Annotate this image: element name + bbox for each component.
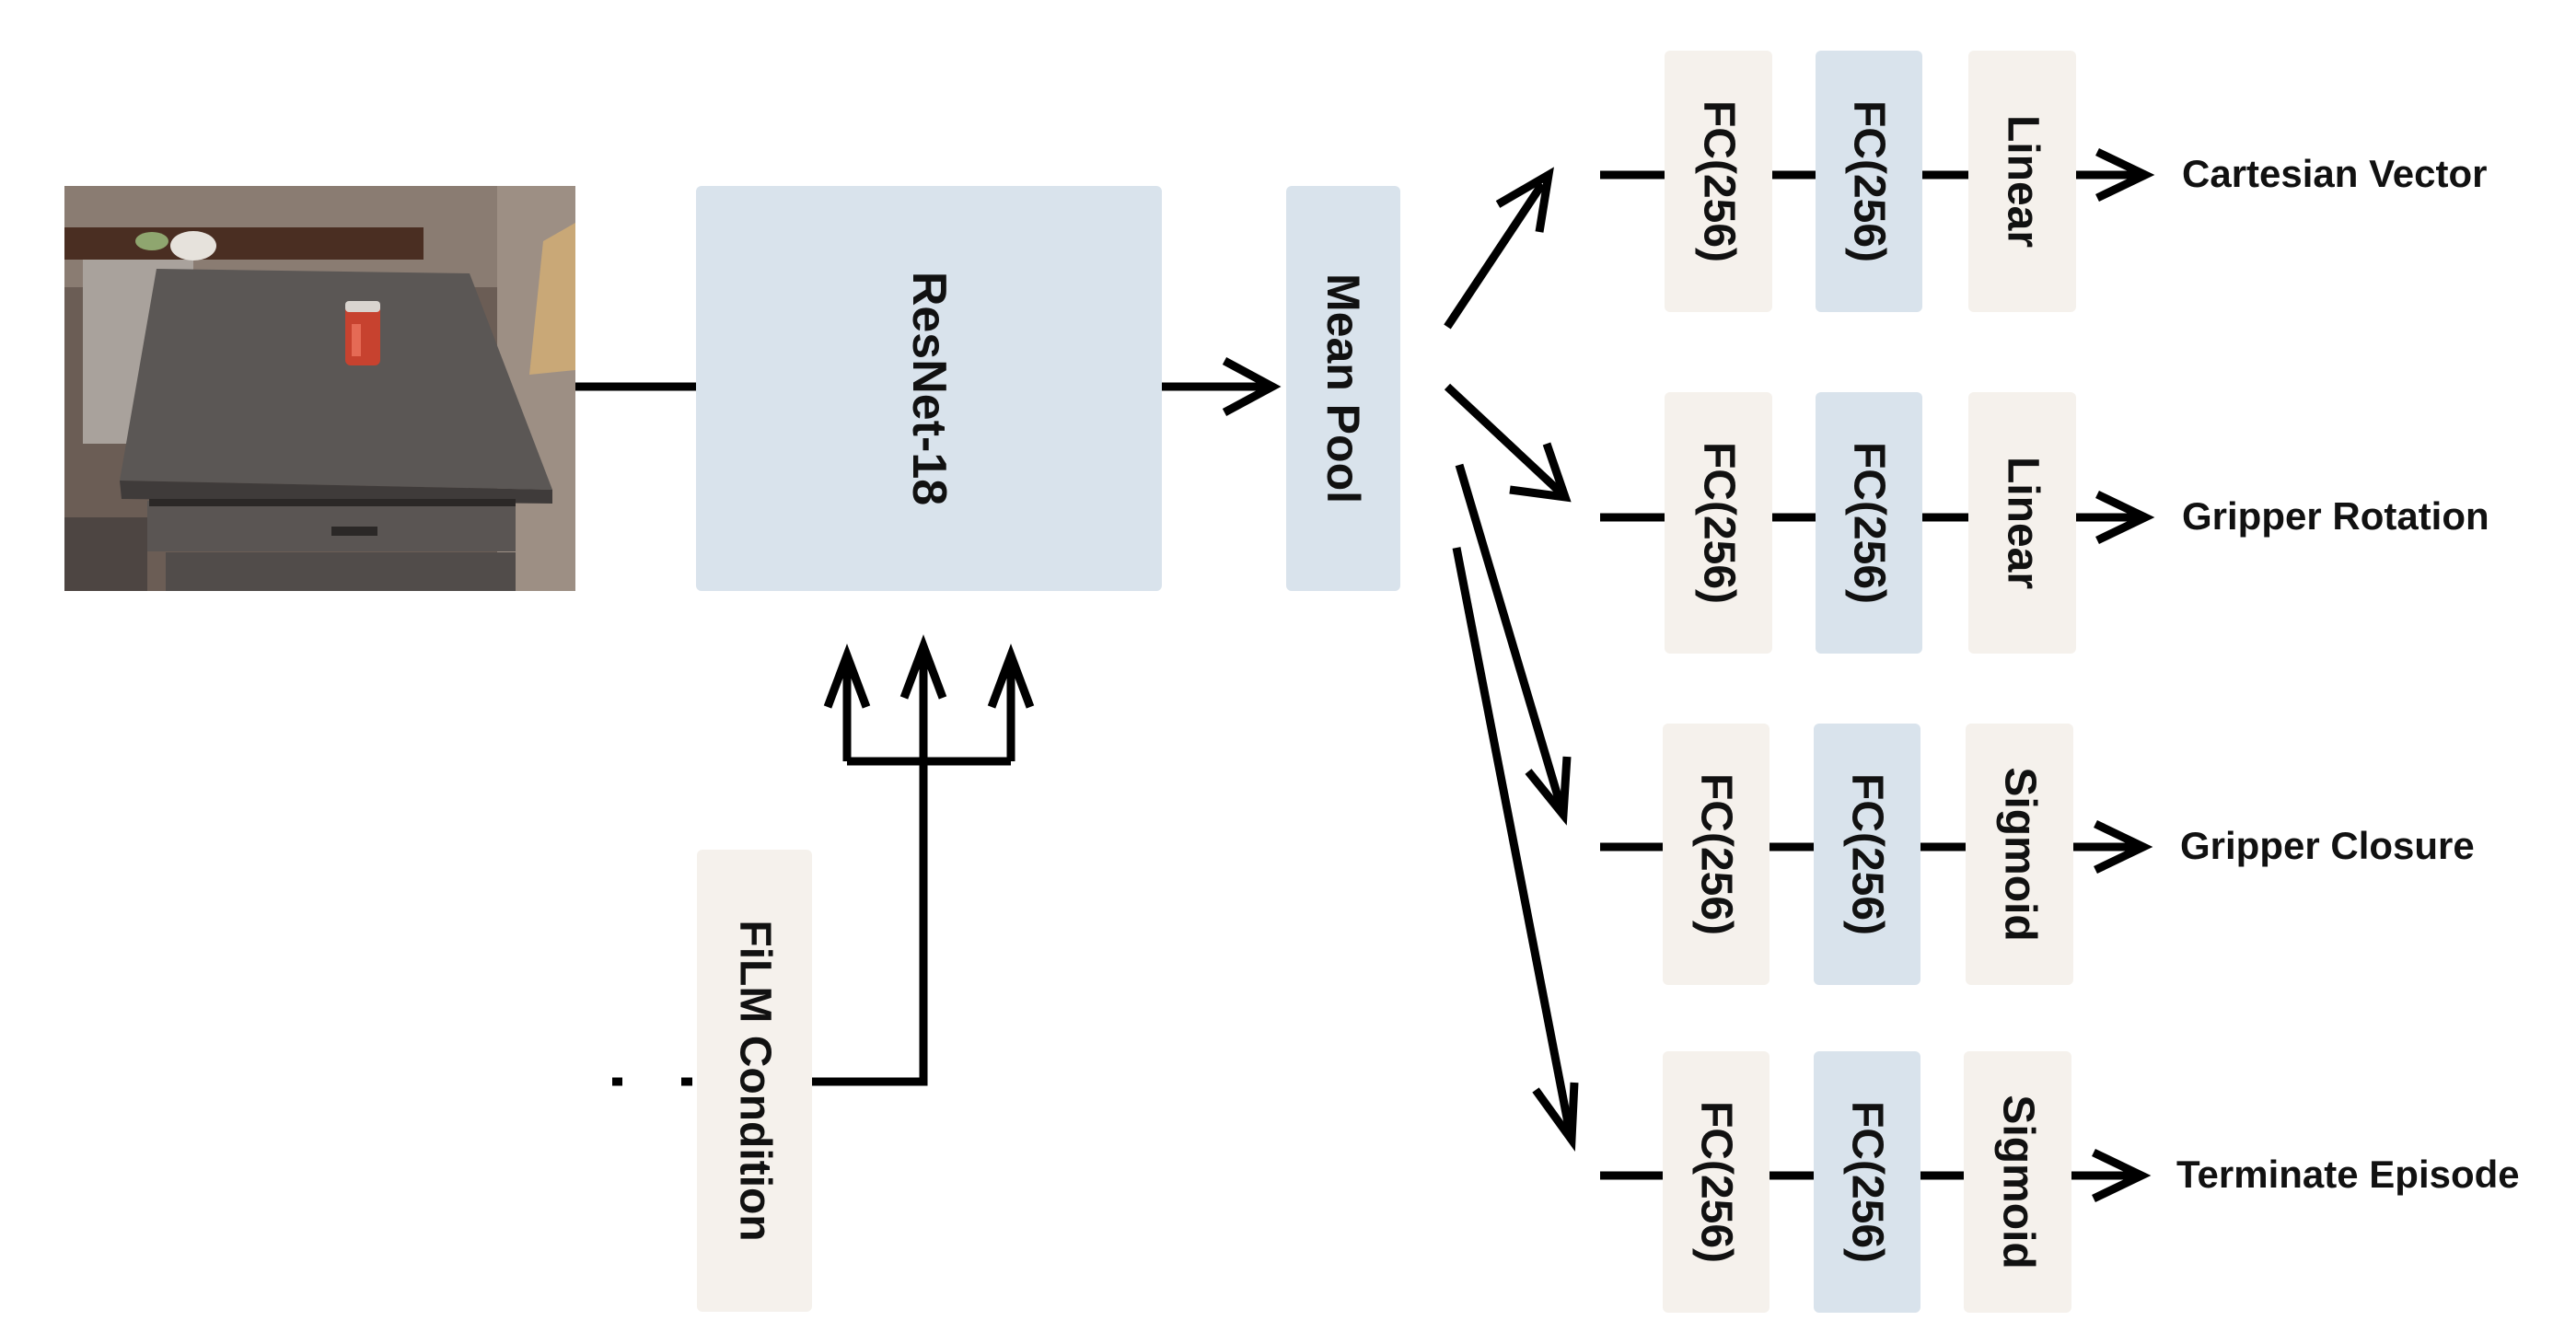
pool-to-head3-arrow	[1455, 463, 1565, 807]
head3-output-label: Gripper Closure	[2180, 824, 2475, 867]
head3-fc2-label: FC(256)	[1842, 772, 1892, 936]
table-with-red-can-photo-icon	[64, 186, 575, 591]
film-arrowhead-mid	[899, 634, 947, 700]
head4-activation-block: Sigmoid	[1964, 1051, 2071, 1313]
head2-activation-block: Linear	[1968, 392, 2076, 654]
film-arrowhead-right	[987, 643, 1035, 709]
head4-activation-label: Sigmoid	[1993, 1095, 2042, 1269]
head4-output-label: Terminate Episode	[2176, 1153, 2520, 1196]
head1-activation-block: Linear	[1968, 51, 2076, 312]
head3-activation-label: Sigmoid	[1995, 767, 2044, 942]
head2-activation-label: Linear	[1998, 456, 2047, 590]
pool-to-head2-arrow	[1444, 383, 1564, 496]
head3-fc2-block: FC(256)	[1814, 724, 1920, 985]
head4-fc1-label: FC(256)	[1691, 1100, 1741, 1264]
head3-activation-block: Sigmoid	[1966, 724, 2073, 985]
input-image	[64, 186, 575, 591]
pool-to-head4-arrow	[1452, 547, 1574, 1133]
head2-fc2-label: FC(256)	[1844, 441, 1894, 605]
film-condition-block: FiLM Condition	[697, 850, 812, 1312]
head1-output-label: Cartesian Vector	[2182, 152, 2488, 195]
head1-fc1-block: FC(256)	[1665, 51, 1772, 312]
mean-pool-block: Mean Pool	[1286, 186, 1400, 591]
pool-to-head1-arrow	[1444, 181, 1546, 330]
head3-fc1-block: FC(256)	[1663, 724, 1770, 985]
film-arrowhead-left	[823, 643, 871, 709]
head4-fc1-block: FC(256)	[1663, 1051, 1770, 1313]
film-condition-label: FiLM Condition	[730, 920, 779, 1242]
head2-fc1-label: FC(256)	[1694, 441, 1743, 605]
head1-fc2-label: FC(256)	[1844, 99, 1894, 263]
head2-fc2-block: FC(256)	[1816, 392, 1922, 654]
head1-fc1-label: FC(256)	[1694, 99, 1743, 263]
head4-fc2-label: FC(256)	[1842, 1100, 1892, 1264]
mean-pool-label: Mean Pool	[1317, 272, 1369, 504]
head3-fc1-label: FC(256)	[1691, 772, 1741, 936]
resnet-block: ResNet-18	[696, 186, 1162, 591]
film-to-resnet-line	[812, 658, 928, 1086]
resnet-label: ResNet-18	[902, 271, 956, 506]
head2-fc1-block: FC(256)	[1665, 392, 1772, 654]
head4-fc2-block: FC(256)	[1814, 1051, 1920, 1313]
head2-output-label: Gripper Rotation	[2182, 494, 2489, 538]
head1-activation-label: Linear	[1998, 114, 2047, 249]
head1-fc2-block: FC(256)	[1816, 51, 1922, 312]
